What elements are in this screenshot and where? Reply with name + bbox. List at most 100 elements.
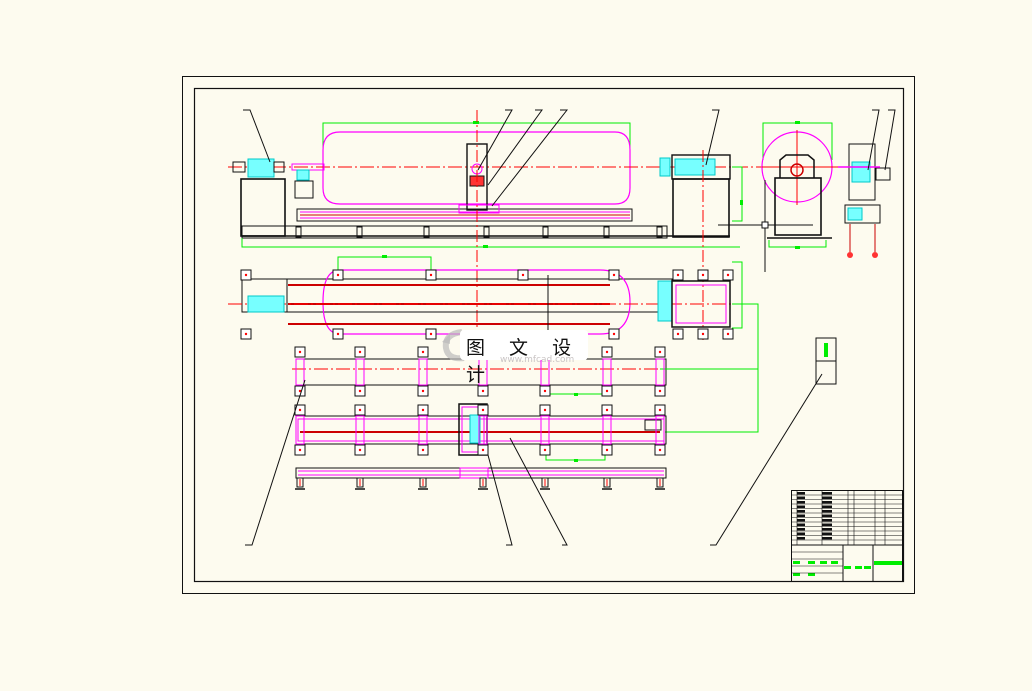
- title-text: [822, 505, 832, 508]
- title-text: [822, 523, 832, 526]
- anchor-bolt: [658, 448, 662, 452]
- title-green-field: [831, 561, 838, 564]
- anchor-bolt: [612, 332, 616, 336]
- roller: [478, 415, 488, 445]
- anchor-bolt: [358, 448, 362, 452]
- leader-line: [243, 109, 271, 163]
- plan-bed: [286, 278, 673, 313]
- title-green-field: [793, 573, 800, 576]
- leader-line: [884, 109, 896, 171]
- anchor-bolt: [543, 408, 547, 412]
- anchor-bolt: [429, 273, 433, 277]
- anchor-bolt: [481, 448, 485, 452]
- anchor-bolt: [358, 389, 362, 393]
- rail-leg: [356, 477, 364, 488]
- rail-leg: [603, 477, 611, 488]
- anchor-bolt: [298, 448, 302, 452]
- right-chuck: [659, 157, 671, 177]
- dimension-text: [483, 245, 488, 248]
- drum-stand: [774, 177, 822, 236]
- dimension-line: [665, 303, 759, 433]
- dimension-line: [545, 447, 606, 461]
- anchor-bolt: [701, 332, 705, 336]
- roller: [602, 358, 612, 386]
- roller: [602, 415, 612, 445]
- side-view-drum: [718, 121, 838, 272]
- title-text: [822, 492, 832, 495]
- anchor-bolt: [658, 350, 662, 354]
- dimension-text: [795, 246, 800, 249]
- anchor-bolt: [244, 273, 248, 277]
- anchor-bolt: [676, 332, 680, 336]
- rail-leg: [296, 477, 304, 488]
- right-motor: [674, 158, 716, 176]
- anchor-bolt: [543, 389, 547, 393]
- gearbox-body: [294, 180, 314, 199]
- dimension-text: [473, 121, 479, 124]
- rail-leg: [419, 477, 427, 488]
- title-text: [797, 492, 805, 495]
- anchor-bolt: [605, 408, 609, 412]
- dimension-text: [795, 121, 800, 124]
- rail-leg: [541, 477, 549, 488]
- head-base: [844, 204, 881, 224]
- leader-line: [705, 109, 720, 166]
- anchor-bolt: [605, 448, 609, 452]
- title-text: [822, 510, 832, 513]
- left-coupling: [273, 161, 285, 173]
- title-text: [797, 528, 805, 531]
- support-feet: [295, 226, 663, 238]
- title-green-field: [808, 561, 815, 564]
- anchor-bolt: [701, 273, 705, 277]
- leader-line: [487, 454, 513, 546]
- roller: [295, 358, 305, 386]
- title-green-field: [855, 566, 862, 569]
- trolley-drive: [469, 414, 481, 444]
- watermark: 图 文 设 计 www.mfcad.com: [440, 328, 590, 386]
- dimension-line: [732, 166, 743, 222]
- watermark-url: www.mfcad.com: [500, 355, 575, 365]
- rail-carriage: [459, 467, 489, 479]
- title-green-field: [864, 566, 871, 569]
- title-text: [822, 528, 832, 531]
- side-view-head: [838, 143, 891, 258]
- title-text: [797, 510, 805, 513]
- leader-line: [867, 109, 880, 171]
- anchor-bolt: [358, 350, 362, 354]
- left-chuck: [232, 161, 246, 173]
- title-green-field: [793, 561, 800, 564]
- roller: [655, 415, 665, 445]
- anchor-bolt: [481, 408, 485, 412]
- legend-text: [824, 343, 828, 357]
- roller: [355, 415, 365, 445]
- title-text: [822, 537, 832, 540]
- leader-line: [491, 109, 569, 207]
- anchor-bolt: [605, 389, 609, 393]
- head-gearbox: [875, 167, 891, 181]
- dimension-line: [768, 240, 827, 248]
- anchor-bolt: [244, 332, 248, 336]
- title-text: [797, 496, 805, 499]
- title-text: [822, 514, 832, 517]
- inner-drawing-frame: [193, 87, 905, 583]
- title-text: [822, 519, 832, 522]
- rail-beam: [295, 467, 667, 479]
- plan-tank-outline: [322, 269, 631, 335]
- title-text: [822, 532, 832, 535]
- roller: [655, 358, 665, 386]
- anchor-bolt: [658, 389, 662, 393]
- title-text: [822, 501, 832, 504]
- title-text: [797, 505, 805, 508]
- roller: [540, 415, 550, 445]
- head-frame: [848, 143, 876, 201]
- roller-bracket: [779, 154, 815, 178]
- watermark-logo-icon: [442, 329, 465, 362]
- trolley-end-stop: [644, 419, 662, 431]
- leader-line: [710, 373, 823, 546]
- gearbox: [296, 169, 310, 181]
- base-frame: [241, 225, 668, 239]
- rail-leg: [656, 477, 664, 488]
- leader-lines: [243, 109, 896, 546]
- anchor-bolt: [481, 389, 485, 393]
